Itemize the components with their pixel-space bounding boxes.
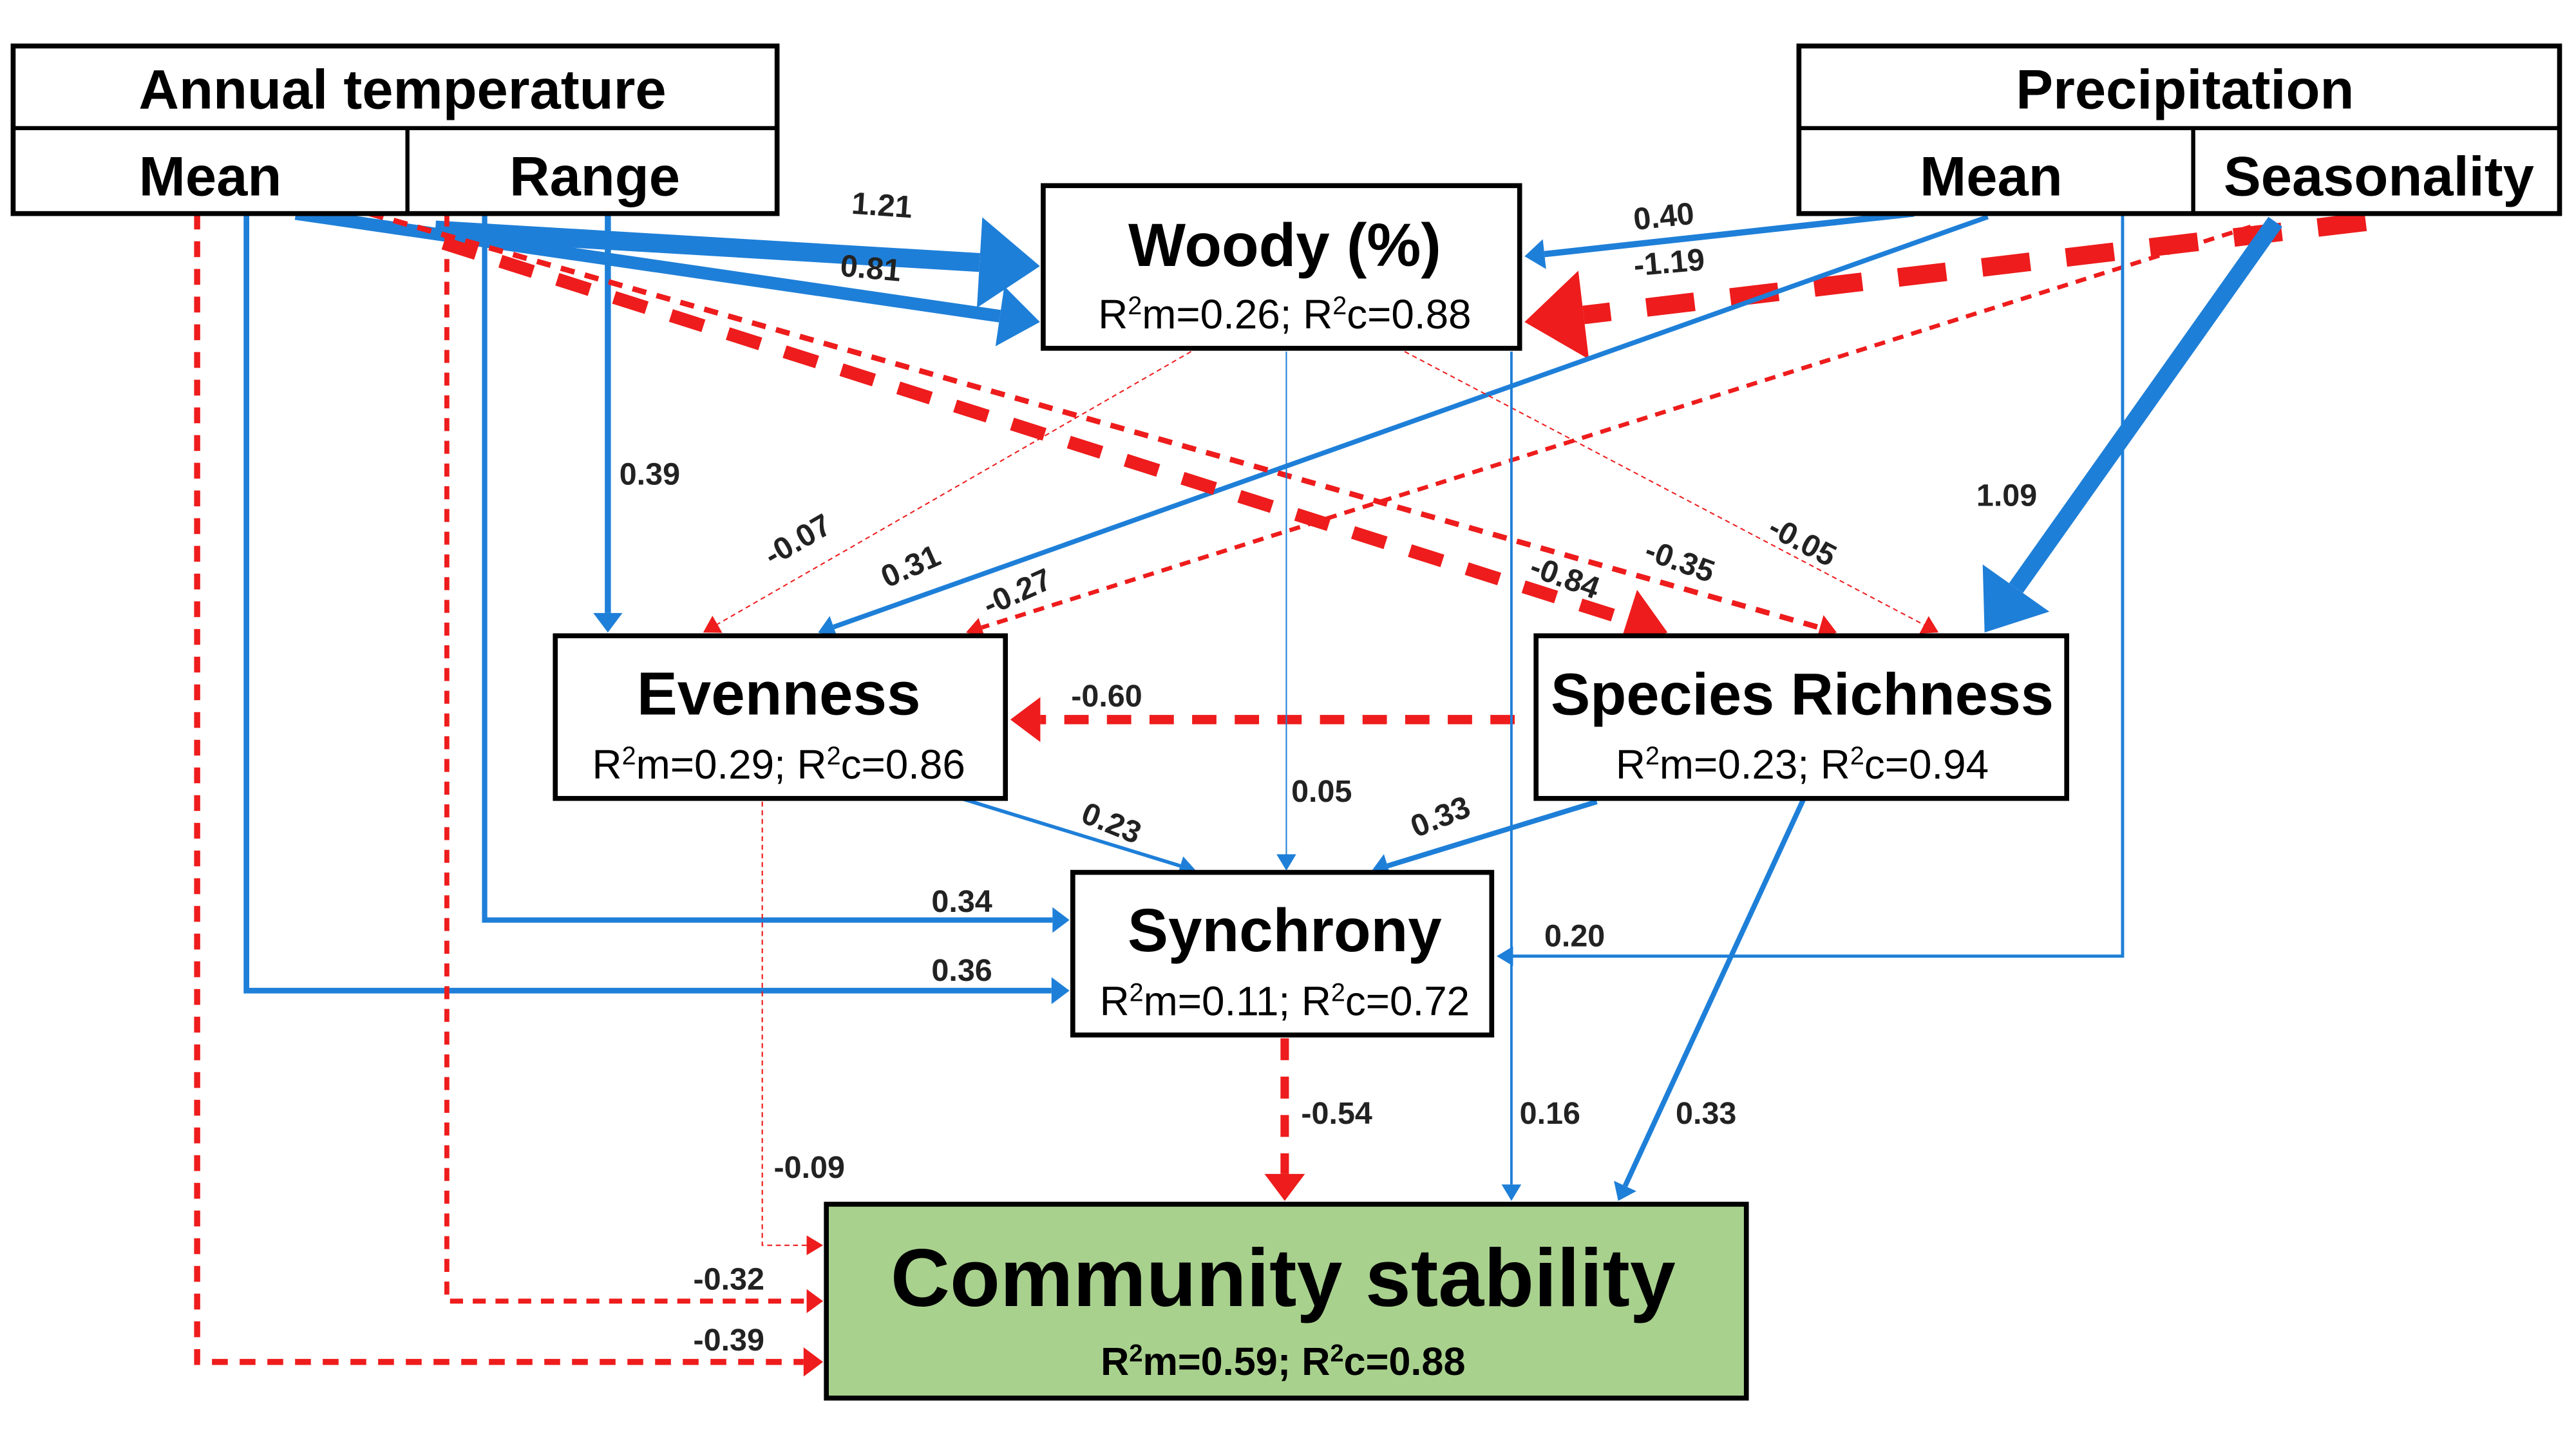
arrowhead-icon	[593, 612, 623, 633]
path-arrow-even-sync	[960, 797, 1181, 868]
species-richness-box	[1533, 633, 2070, 801]
coefficient-label-trange-stab: -0.32	[694, 1262, 764, 1297]
path-arrow-woody-rich	[1404, 351, 1925, 626]
community-stability-box	[824, 1202, 1749, 1401]
node-synchrony: Synchrony R2m=0.11; R2c=0.72	[1070, 869, 1495, 1037]
arrowhead-icon	[1276, 854, 1296, 871]
evenness-box	[553, 633, 1009, 801]
path-arrow-tmean-sync	[243, 213, 1052, 994]
synchrony-box	[1070, 869, 1495, 1037]
arrowhead-icon	[1524, 270, 1589, 359]
synchrony-title: Synchrony	[1128, 897, 1442, 965]
coefficient-label-woody-stab: 0.16	[1520, 1096, 1580, 1131]
path-arrow-woody-even	[717, 351, 1191, 625]
path-arrow-trange-sync	[482, 213, 1053, 923]
path-arrow-pseas-rich	[2009, 216, 2282, 593]
coefficient-label-woody-rich: -0.05	[1763, 509, 1842, 574]
coefficient-label-sync-stab: -0.54	[1301, 1096, 1372, 1131]
arrowhead-icon	[966, 618, 985, 638]
coefficient-label-trange-woody: 1.21	[851, 186, 914, 225]
node-precipitation: Precipitation Mean Seasonality	[1796, 43, 2562, 216]
arrowhead-icon	[818, 616, 838, 638]
species-richness-title: Species Richness	[1551, 662, 2054, 728]
evenness-title: Evenness	[637, 661, 921, 728]
annual-temperature-mean: Mean	[139, 146, 282, 208]
coefficient-label-trange-sync: 0.34	[931, 884, 992, 919]
woody-r2: R2m=0.26; R2c=0.88	[1098, 291, 1471, 337]
path-arrow-tmean-woody	[294, 207, 1001, 323]
path-arrow-trange-rich	[368, 211, 1821, 630]
coefficient-label-even-stab: -0.09	[774, 1150, 845, 1185]
path-arrow-pseas-even	[981, 224, 2251, 630]
community-stability-title: Community stability	[891, 1233, 1676, 1324]
arrowhead-icon	[1264, 1173, 1305, 1201]
path-arrow-rich-sync	[1387, 799, 1598, 869]
coefficient-label-rich-sync: 0.33	[1406, 790, 1475, 844]
precipitation-title: Precipitation	[2016, 58, 2354, 120]
arrowhead-icon	[1614, 1180, 1636, 1201]
coefficient-label-pseas-woody: -1.19	[1633, 242, 1707, 283]
species-richness-r2: R2m=0.23; R2c=0.94	[1616, 741, 1989, 788]
node-woody: Woody (%) R2m=0.26; R2c=0.88	[1041, 183, 1522, 351]
arrowhead-icon	[703, 616, 723, 633]
arrowhead-icon	[1010, 697, 1041, 743]
coefficient-label-trange-even: 0.39	[620, 457, 680, 492]
coefficient-label-woody-even: -0.07	[758, 507, 837, 573]
path-arrow-pseas-woody	[1582, 213, 2367, 325]
coefficient-label-rich-even: -0.60	[1071, 679, 1142, 714]
arrowhead-icon	[803, 1347, 824, 1377]
precipitation-mean: Mean	[1920, 146, 2063, 208]
node-species-richness: Species Richness R2m=0.23; R2c=0.94	[1533, 633, 2070, 801]
arrowhead-icon	[1524, 239, 1546, 269]
path-arrow-pmean-even	[833, 214, 1989, 630]
arrowhead-icon	[995, 286, 1040, 346]
arrowhead-icon	[806, 1235, 824, 1255]
node-community-stability: Community stability R2m=0.59; R2c=0.88	[824, 1202, 1749, 1401]
annual-temperature-title: Annual temperature	[138, 58, 666, 120]
coefficient-label-tmean-stab: -0.39	[694, 1323, 764, 1358]
path-arrow-trange-woody	[435, 220, 981, 272]
woody-box	[1041, 183, 1522, 351]
coefficient-label-woody-sync: 0.05	[1291, 774, 1352, 809]
path-arrow-trange-stab	[444, 213, 807, 1304]
arrowhead-icon	[1051, 977, 1070, 1005]
arrowhead-icon	[1052, 907, 1070, 933]
arrowhead-icon	[1982, 564, 2050, 633]
woody-title: Woody (%)	[1128, 212, 1441, 279]
synchrony-r2: R2m=0.11; R2c=0.72	[1100, 978, 1470, 1025]
arrowhead-icon	[806, 1289, 824, 1314]
coefficient-label-pseas-rich: 1.09	[1976, 478, 2037, 513]
coefficient-label-trange-rich: -0.35	[1640, 533, 1719, 590]
path-arrows	[194, 207, 2367, 1377]
arrowhead-icon	[976, 217, 1040, 308]
community-stability-r2: R2m=0.59; R2c=0.88	[1101, 1340, 1465, 1383]
arrowhead-icon	[1496, 946, 1513, 966]
arrowhead-icon	[1919, 616, 1939, 634]
coefficient-label-rich-stab: 0.33	[1676, 1096, 1736, 1131]
path-arrow-tmean-stab	[194, 213, 804, 1365]
annual-temperature-range: Range	[509, 146, 680, 208]
path-arrow-even-stab	[761, 801, 807, 1246]
arrowhead-icon	[1501, 1184, 1522, 1201]
coefficient-label-even-sync: 0.23	[1077, 796, 1146, 851]
path-arrow-tmean-rich	[441, 236, 1630, 627]
node-evenness: Evenness R2m=0.29; R2c=0.86	[553, 633, 1009, 801]
path-arrow-pseas-sync	[1513, 213, 2125, 958]
evenness-r2: R2m=0.29; R2c=0.86	[592, 741, 965, 788]
path-arrow-pmean-woody	[1544, 210, 1915, 258]
coefficient-label-pmean-woody: 0.40	[1632, 196, 1696, 238]
coefficient-label-pmean-even: 0.31	[876, 538, 945, 595]
coefficient-label-tmean-woody: 0.81	[839, 249, 903, 289]
path-arrow-rich-stab	[1622, 797, 1806, 1188]
precipitation-seasonality: Seasonality	[2224, 146, 2534, 208]
node-annual-temperature: Annual temperature Mean Range	[10, 43, 780, 216]
coefficient-label-pseas-sync: 0.20	[1544, 918, 1605, 953]
coefficient-label-tmean-sync: 0.36	[931, 953, 992, 988]
